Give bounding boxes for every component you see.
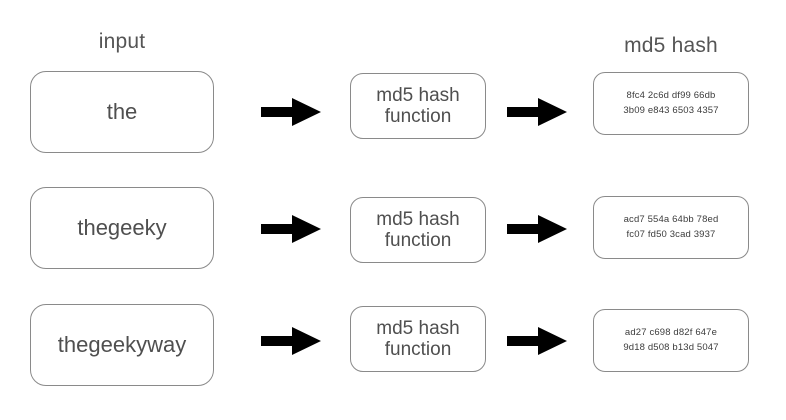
hash-output-box: ad27 c698 d82f 647e 9d18 d508 b13d 5047 (593, 309, 749, 372)
arrow-right-icon (261, 326, 321, 356)
hash-line-2: fc07 fd50 3cad 3937 (626, 228, 716, 240)
function-label-line1: md5 hash (376, 317, 460, 339)
arrow-right-icon (261, 214, 321, 244)
arrow-right-icon (507, 214, 567, 244)
hash-line-1: acd7 554a 64bb 78ed (623, 213, 719, 225)
input-box: thegeeky (30, 187, 214, 269)
hash-line-2: 9d18 d508 b13d 5047 (623, 341, 719, 353)
hash-line-2: 3b09 e843 6503 4357 (623, 104, 719, 116)
arrow-right-icon (507, 97, 567, 127)
function-label-line2: function (384, 339, 452, 360)
column-header-input: input (98, 30, 146, 53)
hash-output-box: acd7 554a 64bb 78ed fc07 fd50 3cad 3937 (593, 196, 749, 259)
function-label-line2: function (384, 106, 452, 127)
arrow-right-icon (261, 97, 321, 127)
input-box: thegeekyway (30, 304, 214, 386)
md5-hash-function-box: md5 hash function (350, 197, 486, 263)
input-box: the (30, 71, 214, 153)
arrow-right-icon (507, 326, 567, 356)
function-label-line1: md5 hash (376, 208, 460, 230)
hash-output-box: 8fc4 2c6d df99 66db 3b09 e843 6503 4357 (593, 72, 749, 135)
input-text: thegeeky (77, 215, 167, 240)
md5-hash-function-box: md5 hash function (350, 73, 486, 139)
column-header-md5-hash: md5 hash (624, 34, 718, 57)
hash-line-1: ad27 c698 d82f 647e (624, 326, 718, 338)
function-label-line2: function (384, 230, 452, 251)
input-text: the (106, 99, 138, 124)
input-text: thegeekyway (57, 332, 187, 357)
hash-line-1: 8fc4 2c6d df99 66db (626, 89, 716, 101)
md5-hash-function-box: md5 hash function (350, 306, 486, 372)
function-label-line1: md5 hash (376, 84, 460, 106)
